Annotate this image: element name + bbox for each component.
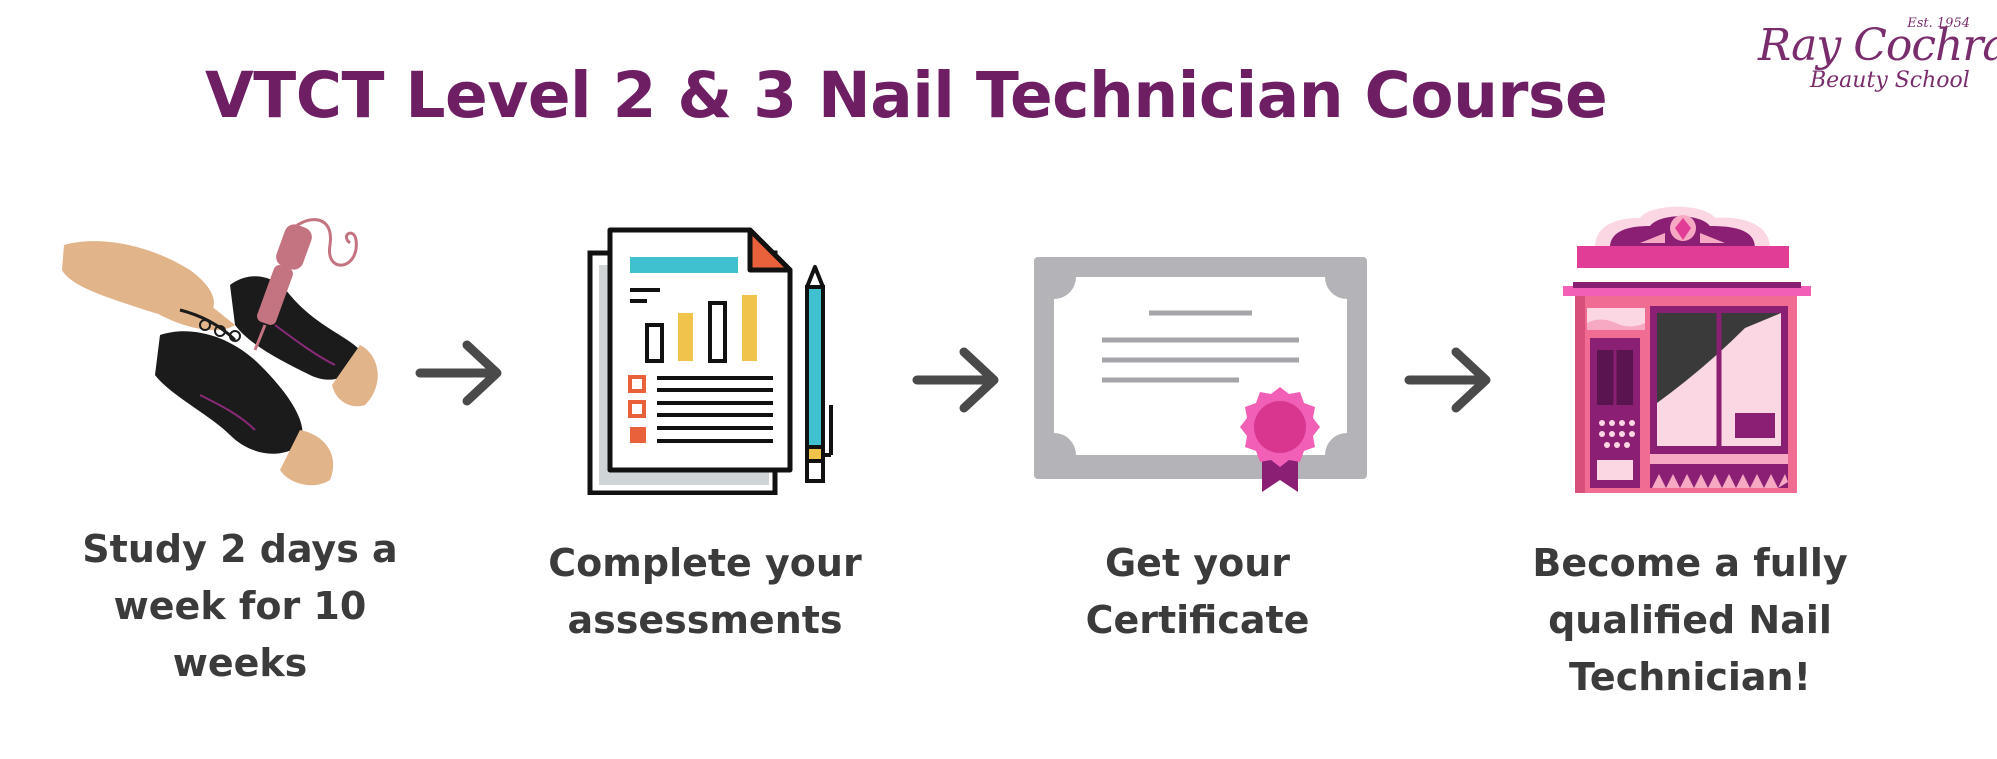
step-1-caption: Study 2 days a week for 10 weeks xyxy=(82,527,398,685)
page-title: VTCT Level 2 & 3 Nail Technician Course xyxy=(205,59,1608,132)
school-logo: Est. 1954 Ray Cochrane Beauty School xyxy=(1750,10,1997,100)
arrow-right-icon xyxy=(1404,347,1491,413)
award-seal-icon xyxy=(1240,387,1320,467)
assessment-documents-illustration xyxy=(587,227,833,495)
step-4-caption: Become a fully qualified Nail Technician… xyxy=(1532,541,1848,699)
certificate-illustration xyxy=(1034,257,1367,492)
logo-name: Ray Cochrane xyxy=(1758,20,1997,71)
salon-shopfront-illustration xyxy=(1563,206,1811,493)
arrow-right-icon xyxy=(415,340,502,406)
logo-subtitle: Beauty School xyxy=(1810,68,1970,93)
arrow-right-icon xyxy=(912,347,999,413)
logo-established: Est. 1954 xyxy=(1907,16,1970,31)
step-2-caption: Complete your assessments xyxy=(548,541,862,642)
hands-manicure-illustration xyxy=(62,218,378,486)
step-3-caption: Get your Certificate xyxy=(1085,541,1310,642)
